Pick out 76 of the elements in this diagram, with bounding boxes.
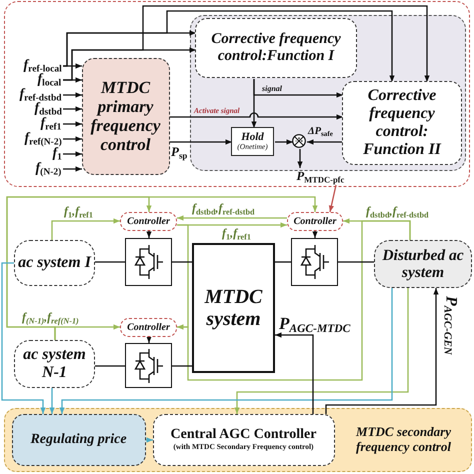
edge-label: ΔP$_{safe}$ [308,126,333,138]
edge-label: signal [262,84,282,94]
edge-label: f$_{dstbd}$,f$_{ref-dstbd}$ [366,205,429,219]
arrow [275,332,314,414]
arrow [51,218,120,240]
converter-box [291,238,338,286]
arrow [49,388,55,414]
connector-line [172,261,192,263]
multiplier-symbol [292,134,306,148]
arrow [59,288,393,414]
arrow [170,112,343,120]
system-box: ac system I [14,240,95,286]
edge-label: f$_{1}$,f$_{ref1}$ [64,205,93,219]
arrow [62,10,395,82]
edge-label: f$_{dstbd}$,f$_{ref-dstbd}$ [192,202,255,216]
arrow [63,5,430,82]
controller-box: Controller [120,212,177,231]
signal-label: f$_{ref-local}$ [24,58,62,74]
signal-label: f$_{(N-2)}$ [36,160,62,177]
arrow [146,437,153,443]
arrow [63,121,82,127]
signal-label: f$_{ref1}$ [40,116,62,132]
arrow [307,139,343,145]
group-region [4,1,470,187]
arrow [297,149,303,168]
system-box: ac system N-1 [14,340,95,388]
signal-label: P$_{MTDC-pfc}$ [296,168,344,183]
block-title: Central AGC Controller [170,427,316,444]
signal-label: f$_{1}$ [52,146,62,162]
arrow [146,231,152,238]
process-box: MTDC primary frequency control [82,58,170,174]
region-title: MTDC secondary frequency control [354,422,452,456]
controller-box [152,414,334,466]
process-box: Corrective frequency control:Function I [195,18,357,78]
arrow [1,262,46,414]
arrow [177,215,287,221]
arrow [63,92,82,98]
signal-label: f$_{ref(N-2)}$ [24,130,62,147]
arrow [325,288,439,414]
arrow [170,139,232,145]
connector-line [172,365,192,367]
connector-line [338,261,374,263]
connector-line [95,365,125,367]
edge-label: P$_{sp}$ [171,145,188,160]
block-title: Hold [241,131,264,144]
arrow [234,288,409,414]
signal-label: f$_{dstbd}$ [34,100,62,117]
arrow [63,136,82,142]
connector-line [275,261,291,263]
arrow [63,166,82,172]
group-region [4,408,472,472]
edge-label: P$_{AGC-MTDC}$ [279,314,350,334]
process-box: Corrective frequency control: Function II [342,81,462,165]
controller-box: Controller [120,318,177,337]
arrow [251,79,257,128]
arrow [177,220,411,381]
process-box: Regulating price [12,414,146,466]
arrow [328,184,337,212]
arrow [312,231,318,238]
connector-line [95,261,125,263]
arrow [146,336,152,343]
group-region [190,14,466,170]
converter-box [125,238,172,286]
arrow [6,196,318,340]
system-box: Disturbed ac system [374,240,472,288]
arrow [63,151,82,157]
signal-label: f$_{local}$ [38,72,62,88]
hold-block [231,127,274,156]
controller-box: Controller [287,212,343,231]
edge-label: f$_{1}$,f$_{ref1}$ [222,227,251,241]
converter-box [125,343,172,388]
arrow [63,106,82,112]
signal-label: f$_{ref-dstbd}$ [20,86,62,103]
arrow [275,139,293,145]
system-box: MTDC system [192,243,275,373]
edge-label: f$_{(N-1)}$,f$_{ref(N-1)}$ [22,311,79,325]
